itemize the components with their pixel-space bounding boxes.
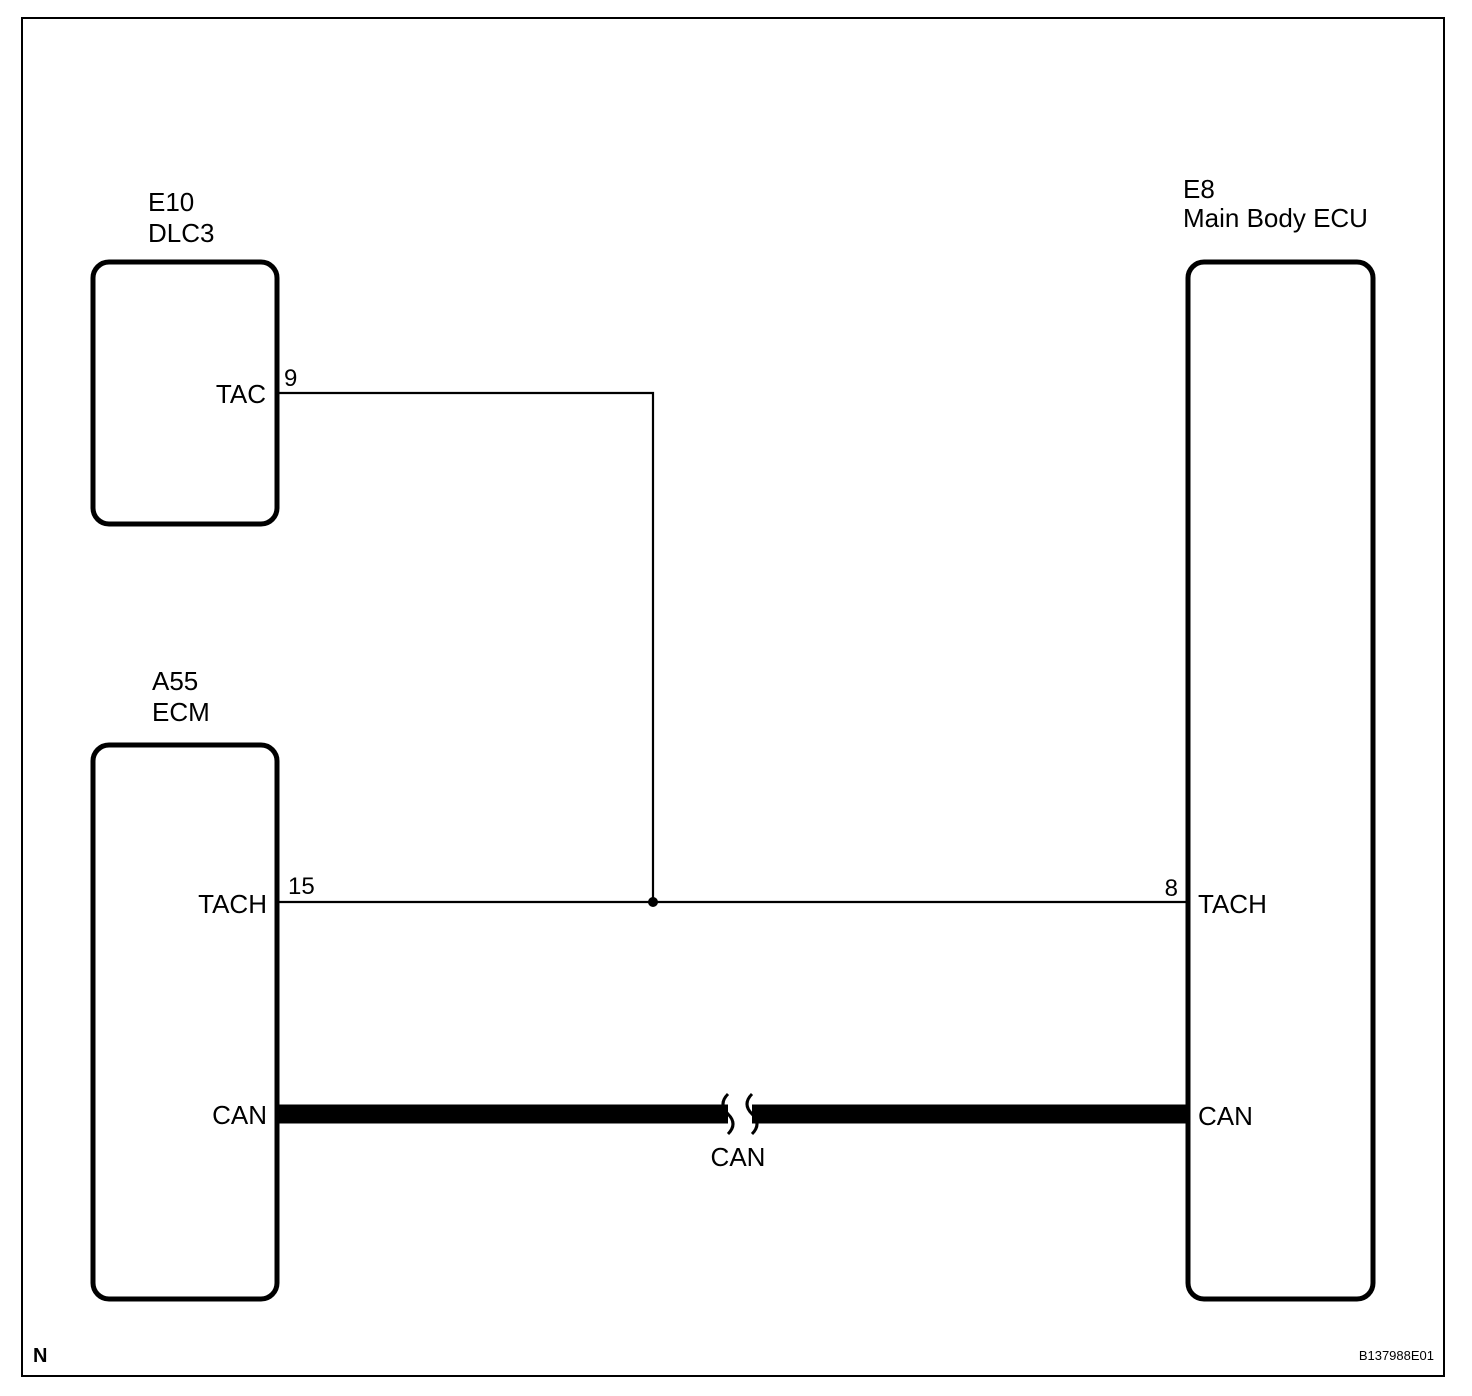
ecm-terminal-can-label: CAN [212,1100,267,1130]
body-ecu-code-label: E8 [1183,174,1215,204]
can-bus-break-mark-left [721,1092,735,1136]
can-bus-break-mark-right [745,1092,759,1136]
main-body-ecu-box [1185,259,1376,1302]
dlc3-terminal-tac-label: TAC [216,379,266,409]
ecm-terminal-tach-label: TACH [198,889,267,919]
dlc3-connector-box [90,259,280,527]
ecm-code-label: A55 [152,666,198,696]
dlc3-pin-9-label: 9 [284,365,297,392]
ecm-pin-15-label: 15 [288,873,315,900]
diagram-frame [21,17,1445,1377]
body-ecu-terminal-can-label: CAN [1198,1101,1253,1131]
body-ecu-pin-8-label: 8 [1165,875,1178,902]
ecm-box [90,742,280,1302]
wire-tac-to-junction [279,391,655,902]
dlc3-name-label: DLC3 [148,218,214,248]
ecm-name-label: ECM [152,697,210,727]
body-ecu-name-label: Main Body ECU [1183,203,1368,233]
body-ecu-terminal-tach-label: TACH [1198,889,1267,919]
junction-dot [648,897,658,907]
corner-mark-label: N [33,1345,47,1367]
can-bus-label: CAN [711,1142,766,1172]
figure-code-label: B137988E01 [1359,1348,1434,1363]
dlc3-code-label: E10 [148,187,194,217]
